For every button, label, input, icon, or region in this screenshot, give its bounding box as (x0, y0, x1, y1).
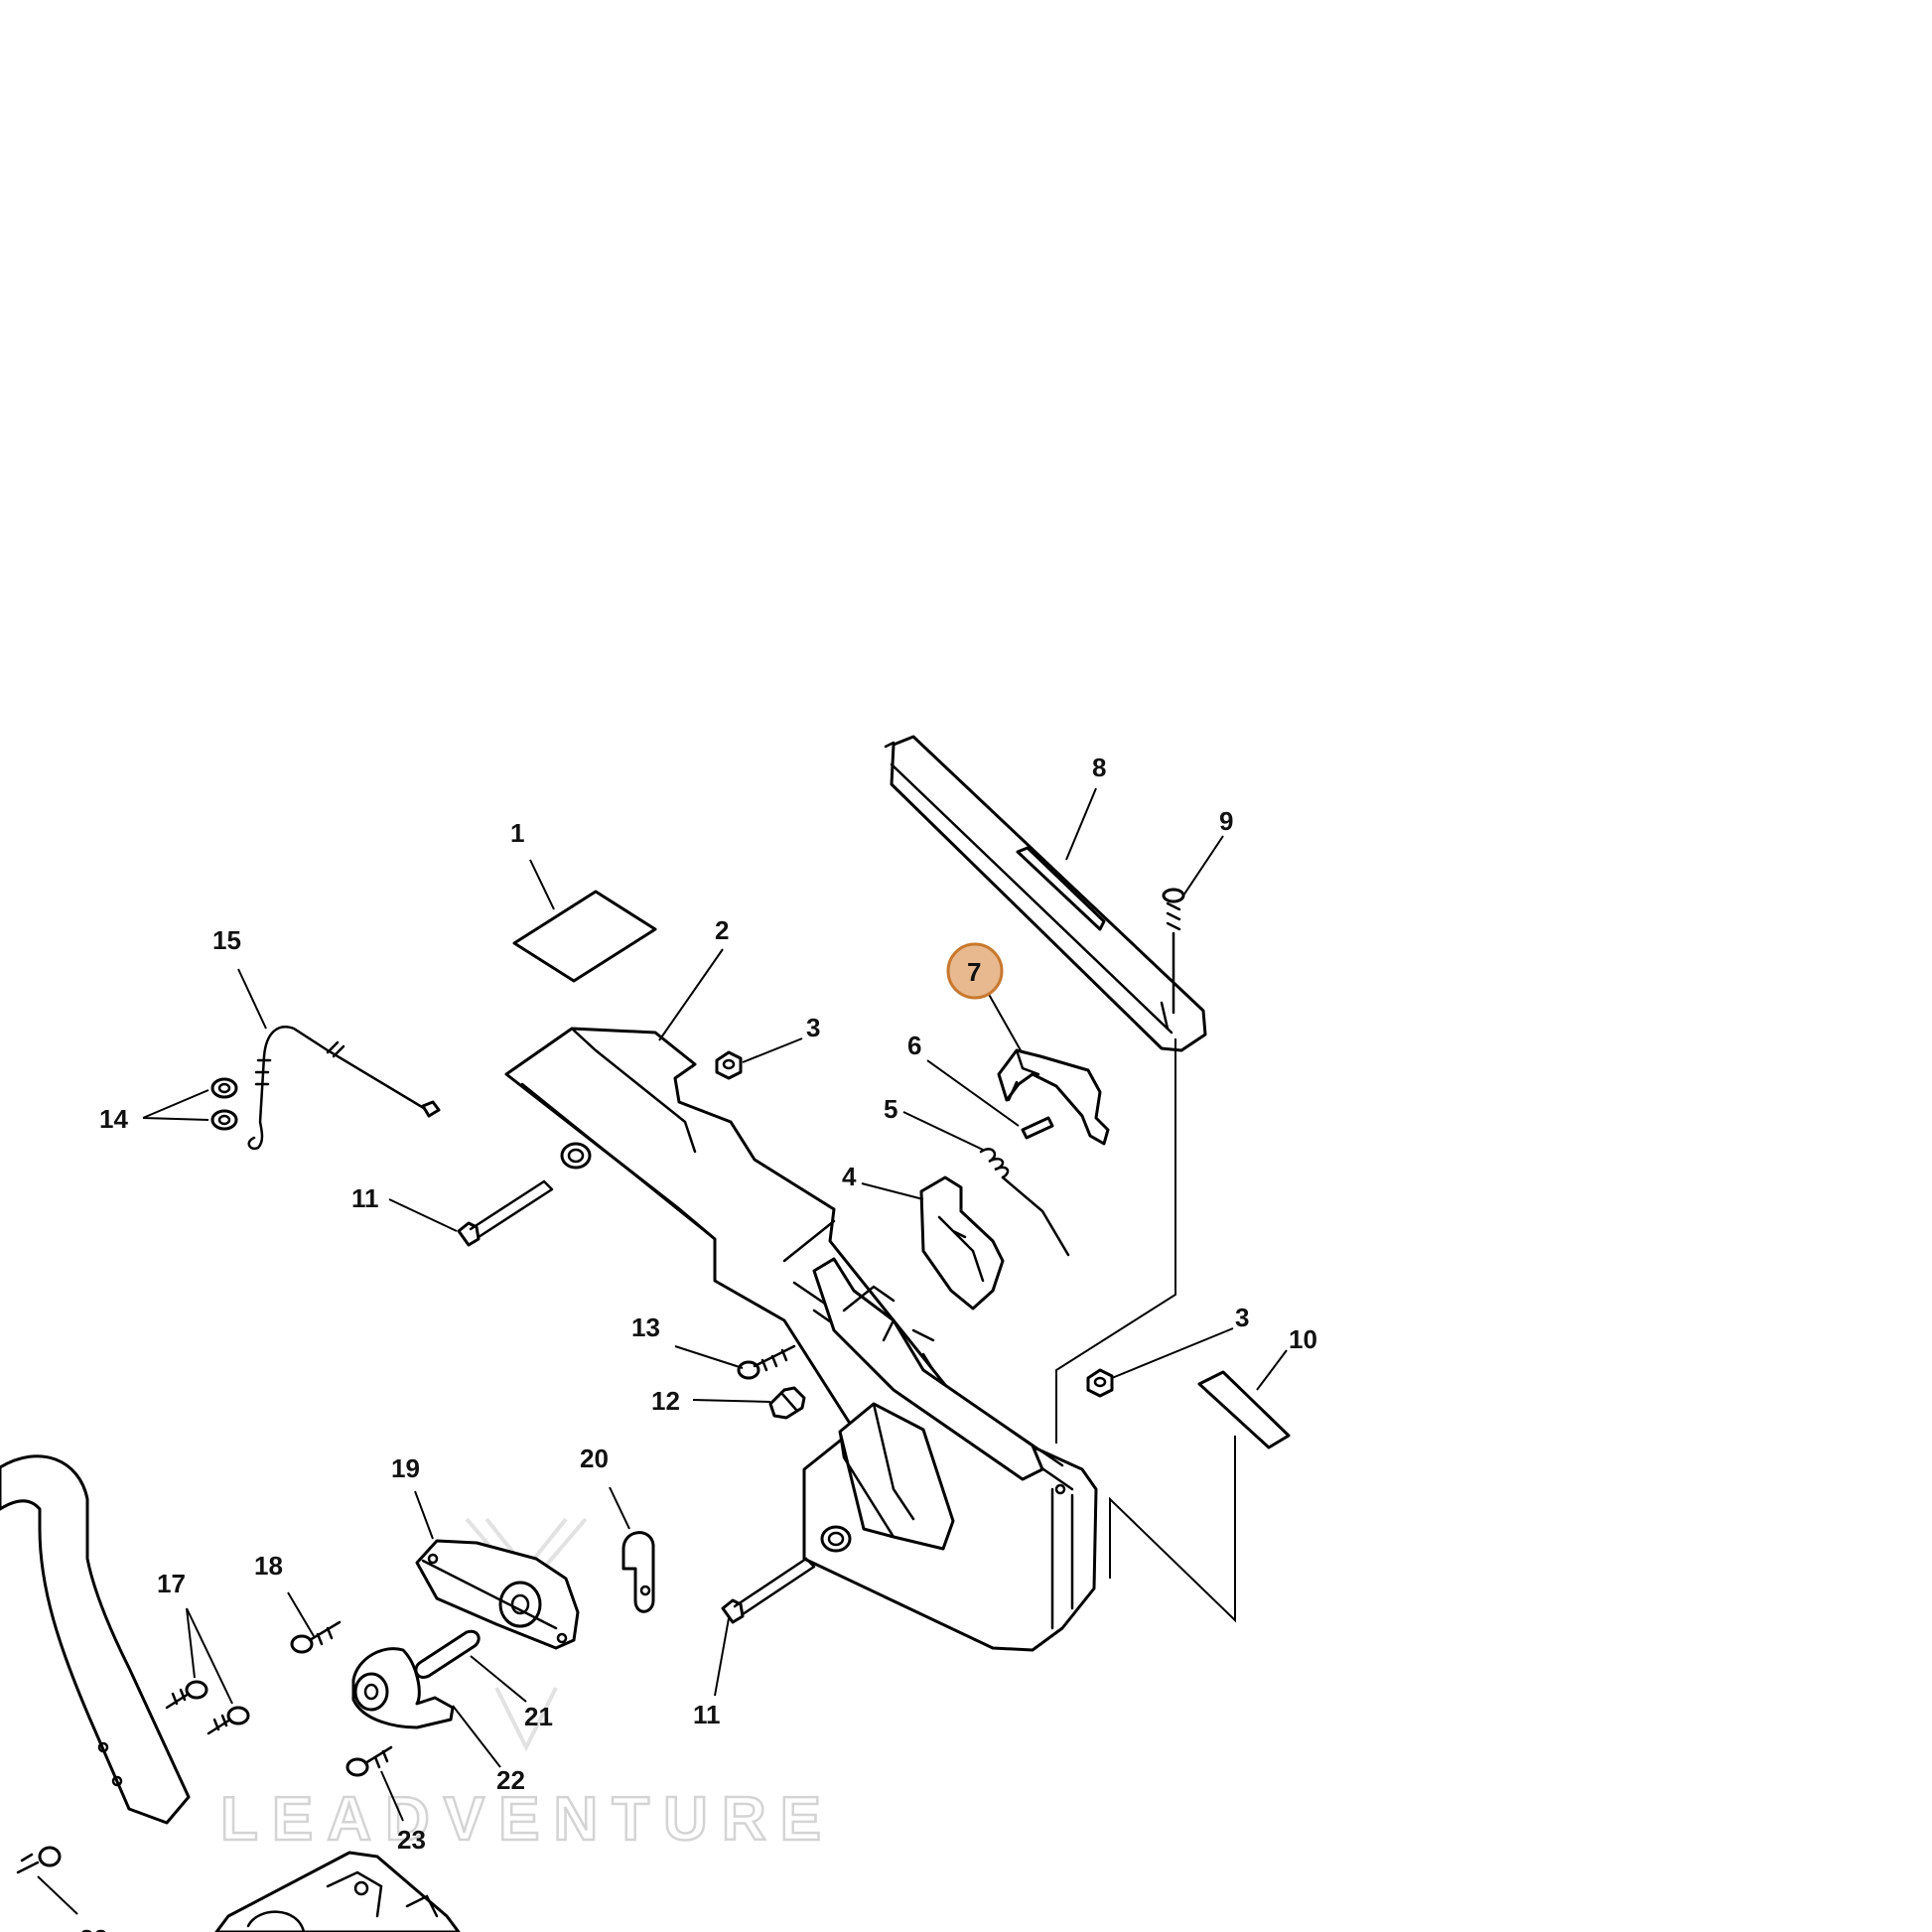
watermark-text: LEADVENTURE (220, 1785, 835, 1854)
callout-1[interactable]: 1 (510, 818, 524, 848)
callout-17[interactable]: 17 (157, 1569, 186, 1598)
callout-23[interactable]: 23 (397, 1825, 426, 1855)
watermark: LEADVENTURE (219, 1517, 835, 1855)
part-17-screws[interactable] (165, 1680, 250, 1735)
callout-6[interactable]: 6 (907, 1031, 921, 1060)
part-20-clip[interactable] (621, 1531, 655, 1613)
part-7-throttle-lever[interactable] (997, 1048, 1110, 1146)
part-11-screw-lower[interactable] (721, 1557, 816, 1624)
callout-12[interactable]: 12 (651, 1386, 680, 1416)
callout-11a[interactable]: 11 (351, 1183, 379, 1213)
part-15-throttle-cable[interactable] (247, 1026, 441, 1151)
callout-7-highlight[interactable] (946, 942, 1004, 1000)
part-23-screw[interactable] (345, 1745, 393, 1777)
handlebar-partial[interactable] (0, 1454, 191, 1825)
callout-3a[interactable]: 3 (806, 1013, 820, 1042)
engine-housing-partial[interactable] (214, 1851, 461, 1932)
part-13-screw[interactable] (737, 1344, 796, 1380)
part-12-plug[interactable] (768, 1386, 806, 1420)
callout-8[interactable]: 8 (1092, 753, 1106, 782)
callout-18[interactable]: 18 (254, 1551, 283, 1581)
part-3-nut-upper[interactable] (715, 1050, 743, 1080)
part-5-spring[interactable] (979, 1148, 1070, 1257)
part-4-lever-bracket[interactable] (919, 1175, 1005, 1311)
callout-14[interactable]: 14 (99, 1104, 128, 1134)
part-3-nut-lower[interactable] (1086, 1368, 1114, 1398)
callout-20[interactable]: 20 (580, 1444, 609, 1473)
callout-9[interactable]: 9 (1219, 806, 1233, 836)
callout-15[interactable]: 15 (212, 925, 241, 955)
part-21-bushing[interactable] (414, 1629, 481, 1679)
callout-22[interactable]: 22 (496, 1765, 525, 1795)
part-19-av-mount[interactable] (415, 1539, 580, 1650)
callout-7[interactable]: 7 (967, 957, 981, 987)
callout-29[interactable]: 29 (79, 1924, 108, 1932)
part-8-handle-cover[interactable] (884, 735, 1207, 1052)
part-9-screw[interactable] (1162, 888, 1185, 1015)
callout-10[interactable]: 10 (1289, 1324, 1317, 1354)
leader-lines (37, 787, 1288, 1915)
part-2-handle-housing[interactable] (504, 1027, 1098, 1652)
part-14-spacers[interactable] (210, 1077, 238, 1131)
part-1-label[interactable] (512, 890, 657, 983)
callout-13[interactable]: 13 (631, 1312, 660, 1342)
callout-2[interactable]: 2 (715, 915, 729, 945)
part-18-screw[interactable] (290, 1620, 342, 1654)
part-22-buffer[interactable] (351, 1647, 455, 1729)
part-6-pin[interactable] (1021, 1116, 1054, 1140)
callout-labels: 1 2 3 3 4 5 6 7 8 9 10 11 11 12 13 14 15… (79, 753, 1317, 1932)
callout-3b[interactable]: 3 (1235, 1303, 1249, 1332)
callout-5[interactable]: 5 (884, 1094, 897, 1124)
part-29-screw[interactable] (16, 1846, 62, 1874)
callout-11b[interactable]: 11 (693, 1700, 721, 1729)
callout-4[interactable]: 4 (842, 1162, 857, 1191)
callout-19[interactable]: 19 (391, 1453, 420, 1483)
callout-21[interactable]: 21 (524, 1702, 553, 1731)
part-11-screw-upper[interactable] (457, 1179, 554, 1247)
part-10-strip[interactable] (1197, 1370, 1291, 1449)
